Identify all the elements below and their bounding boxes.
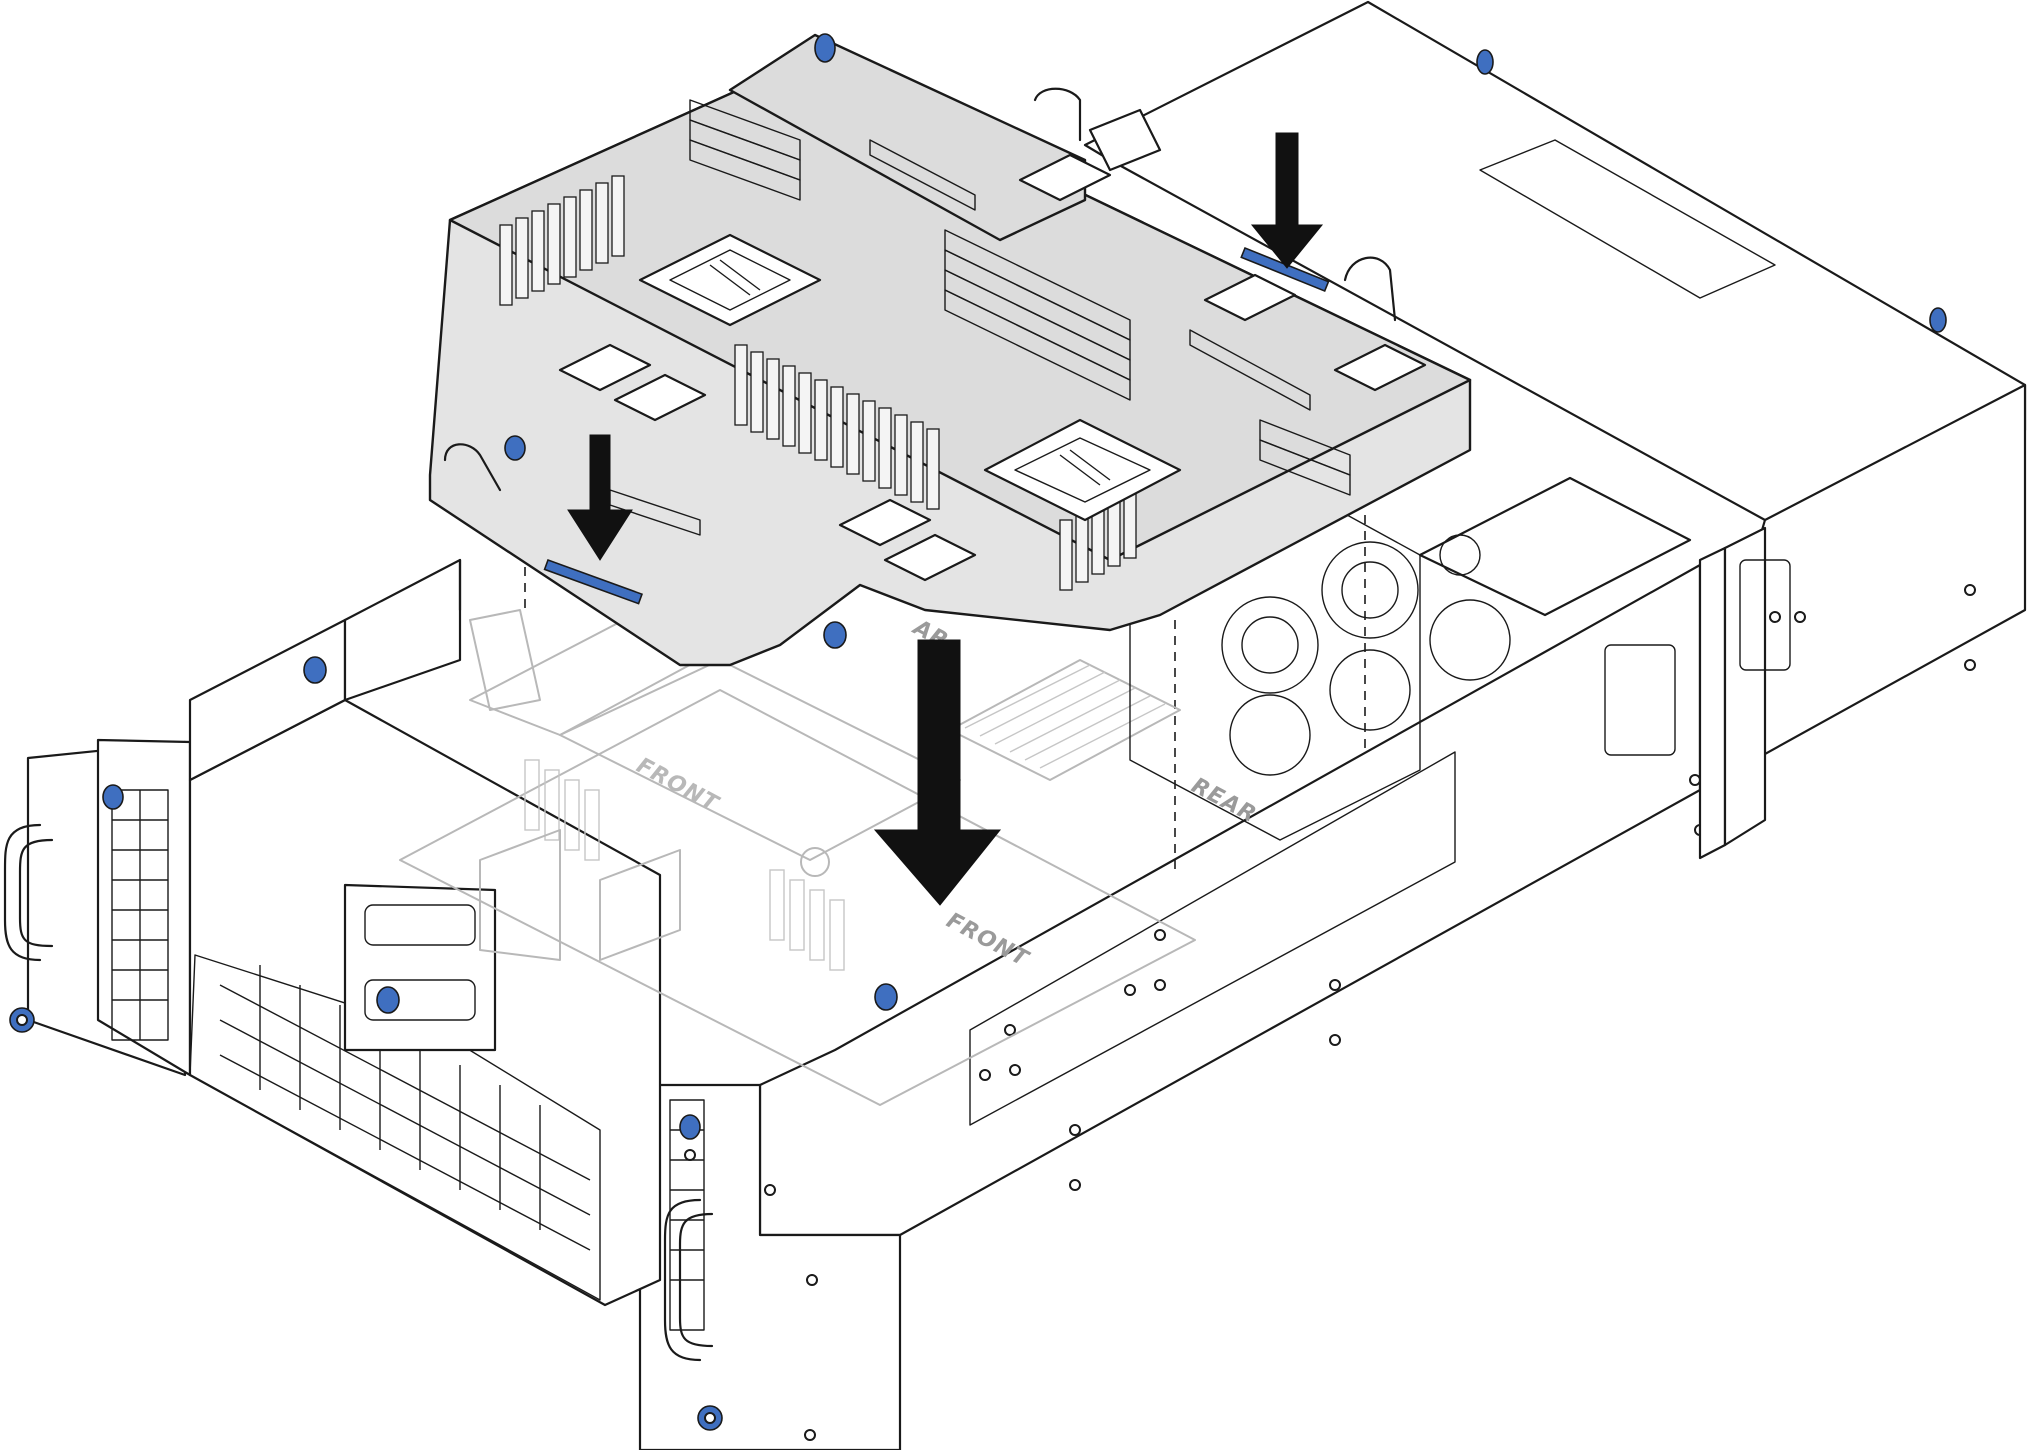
thumbscrews bbox=[9, 33, 1947, 1431]
down-arrow-icon bbox=[873, 639, 1002, 906]
heatsink-outline bbox=[949, 659, 1181, 781]
chassis-front-bezel bbox=[638, 1083, 902, 1450]
thumbscrew-icon bbox=[1476, 49, 1494, 75]
label-rear-right: REAR bbox=[1187, 773, 1260, 828]
lower-board-outline bbox=[399, 689, 1196, 1106]
tray-handle-right bbox=[1343, 256, 1397, 322]
drive-cage-mesh bbox=[219, 965, 591, 1251]
tray-handle-left bbox=[443, 443, 502, 492]
thumbscrew-icon bbox=[102, 784, 124, 810]
chassis-side-panel bbox=[758, 563, 1702, 1237]
installation-arrows bbox=[567, 132, 1324, 906]
thumbscrew-icon bbox=[1929, 307, 1947, 333]
thumbscrew-icon bbox=[504, 435, 526, 461]
thumbscrew-icon bbox=[823, 621, 847, 649]
cover-label-plate bbox=[1479, 139, 1776, 299]
dimm-bank-2 bbox=[734, 229, 1131, 510]
thumbscrew-icon bbox=[9, 1007, 35, 1033]
chassis bbox=[3, 0, 2027, 1450]
down-arrow-icon bbox=[567, 434, 633, 561]
side-panel-recess bbox=[969, 751, 1456, 1126]
cpu-socket-2 bbox=[983, 418, 1182, 522]
dimm-bank-3 bbox=[1059, 419, 1351, 591]
label-front-left: FRONT bbox=[632, 753, 723, 817]
dimm-bank-1 bbox=[499, 99, 801, 306]
thumbscrew-icon bbox=[376, 986, 400, 1014]
thumbscrew-icon bbox=[697, 1405, 723, 1431]
right-handle bbox=[663, 1198, 702, 1362]
cpu-socket-1 bbox=[638, 233, 822, 327]
left-handle bbox=[3, 823, 42, 962]
thumbscrew-icon bbox=[303, 656, 327, 684]
system-board-tray bbox=[428, 33, 1472, 667]
down-arrow-icon bbox=[1250, 132, 1324, 269]
thumbscrew-icon bbox=[874, 983, 898, 1011]
front-riser-bracket bbox=[343, 883, 497, 1052]
thumbscrew-icon bbox=[814, 33, 836, 63]
thumbscrew-icon bbox=[679, 1114, 701, 1140]
lower-dimm-outline bbox=[524, 759, 845, 971]
left-vent-grid bbox=[111, 789, 169, 1041]
label-front-right: FRONT bbox=[942, 908, 1033, 972]
blue-release-tab-left bbox=[543, 558, 643, 605]
panel-screw-holes bbox=[684, 584, 1976, 1441]
tray-connectors bbox=[558, 108, 1427, 582]
